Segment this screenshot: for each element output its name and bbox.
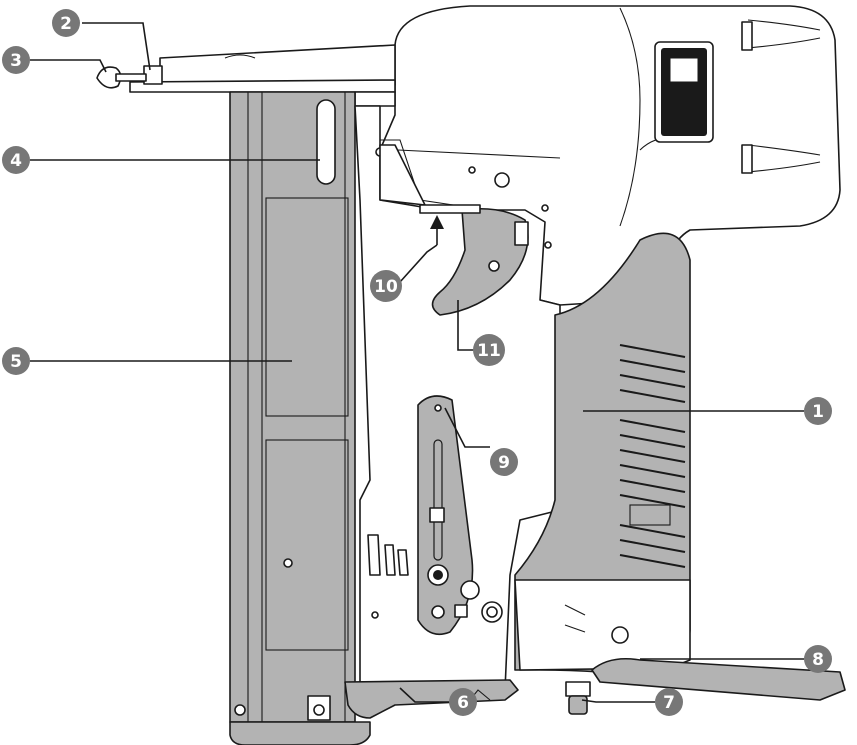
side-ribs [367,534,409,576]
callout-5: 5 [2,347,30,375]
trigger [431,207,529,316]
callout-7-label: 7 [663,693,675,713]
callout-5-label: 5 [10,352,22,372]
callout-3: 3 [2,46,30,74]
front-cover [344,679,519,719]
base-screw [565,681,591,715]
callout-11-label: 11 [477,341,501,361]
callout-10: 10 [370,270,402,302]
callout-10-label: 10 [374,277,398,297]
base-body [514,579,691,671]
callout-1: 1 [804,397,832,425]
top-plate [96,44,396,107]
contact-safety [419,204,481,214]
callout-8-label: 8 [812,650,824,670]
callout-9: 9 [490,448,518,476]
handle-grip [514,232,691,673]
magazine [229,91,371,745]
callout-1-label: 1 [812,402,824,422]
vent-slots [619,344,686,568]
belt-hook [591,657,846,701]
callout-2-label: 2 [60,14,72,34]
callout-2: 2 [52,9,80,37]
callout-9-label: 9 [498,453,510,473]
callout-7: 7 [655,688,683,716]
callout-4-label: 4 [10,151,22,171]
arrow-10 [430,215,444,245]
callout-6-label: 6 [457,693,469,713]
callout-3-label: 3 [10,51,22,71]
callout-6: 6 [449,688,477,716]
depth-adjuster [417,395,503,636]
callout-11: 11 [473,334,505,366]
switch-window [654,41,714,143]
callout-8: 8 [804,645,832,673]
callout-4: 4 [2,146,30,174]
leader-lines [30,22,804,703]
